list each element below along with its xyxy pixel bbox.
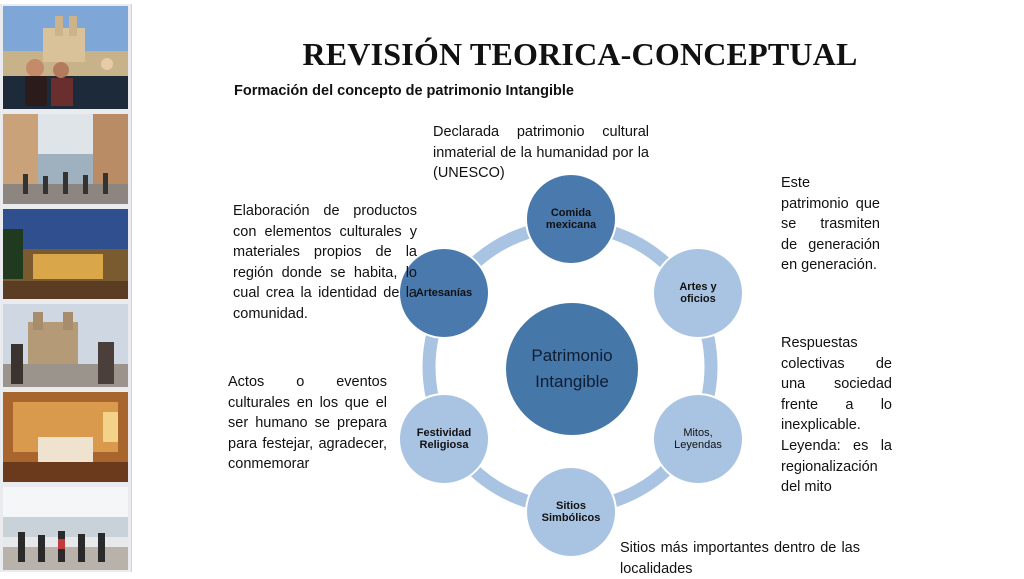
node-festividad: Festividad Religiosa bbox=[398, 393, 490, 485]
note-artes: Este patrimonio que se trasmiten de gene… bbox=[781, 175, 880, 274]
photo-church-tourists bbox=[3, 304, 128, 387]
node-mitos: Mitos, Leyendas bbox=[652, 393, 744, 485]
node-comida-label: Comida mexicana bbox=[545, 206, 597, 232]
node-mitos-label: Mitos, Leyendas bbox=[674, 426, 722, 452]
note-comida: Declarada patrimonio cultural inmaterial… bbox=[433, 124, 649, 182]
node-sitios: Sitios Simbólicos bbox=[525, 466, 617, 558]
note-mitos: Respuestas colectivas de una sociedad fr… bbox=[781, 335, 892, 496]
photo-market-crowd bbox=[3, 487, 128, 570]
photo-couple-rooftop bbox=[3, 6, 128, 109]
node-comida: Comida mexicana bbox=[525, 173, 617, 265]
node-artesanias: Artesanías bbox=[398, 247, 490, 339]
center-line2: Intangible bbox=[535, 372, 609, 391]
note-artesanias: Elaboración de productos con elementos c… bbox=[233, 203, 417, 322]
center-node: Patrimonio Intangible bbox=[504, 301, 640, 437]
center-line1: Patrimonio bbox=[531, 346, 613, 365]
photo-hotel-pool bbox=[3, 209, 128, 299]
node-artes-label: Artes y oficios bbox=[679, 280, 717, 306]
note-sitios: Sitios más importantes dentro de las loc… bbox=[620, 540, 860, 577]
node-artesanias-label: Artesanías bbox=[415, 286, 473, 299]
photo-hotel-room bbox=[3, 392, 128, 482]
photo-strip bbox=[0, 4, 132, 572]
slide-subtitle: Formación del concepto de patrimonio Int… bbox=[234, 83, 574, 99]
slide-title: REVISIÓN TEORICA-CONCEPTUAL bbox=[302, 36, 858, 72]
note-festividad: Actos o eventos culturales en los que el… bbox=[228, 374, 387, 473]
node-artes: Artes y oficios bbox=[652, 247, 744, 339]
node-festividad-label: Festividad Religiosa bbox=[416, 426, 472, 452]
photo-street bbox=[3, 114, 128, 204]
node-sitios-label: Sitios Simbólicos bbox=[541, 499, 601, 525]
